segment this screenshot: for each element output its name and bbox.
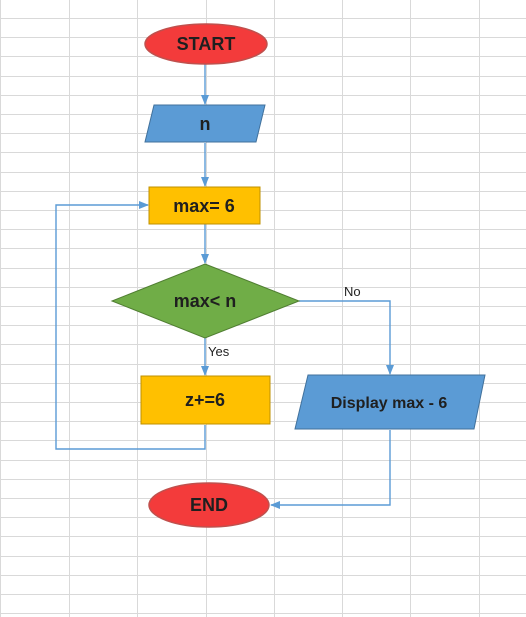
input-node: n (144, 104, 266, 143)
increment-label: z+=6 (185, 390, 225, 410)
input-shape (144, 104, 266, 143)
start-shape (144, 23, 268, 65)
end-node: END (148, 482, 270, 528)
output-label: Display max - 6 (331, 395, 448, 412)
yes-branch-label: Yes (208, 344, 230, 359)
output-shape (294, 374, 486, 430)
start-label: START (177, 34, 236, 54)
increment-node: z+=6 (140, 375, 271, 425)
increment-shape (140, 375, 271, 425)
input-label: n (200, 114, 211, 134)
assign-node: max= 6 (148, 186, 261, 225)
output-node: Display max - 6 (294, 374, 486, 430)
assign-shape (148, 186, 261, 225)
decision-node: max< n (110, 263, 301, 339)
decision-shape (110, 263, 301, 339)
assign-label: max= 6 (173, 196, 235, 216)
edge-output-to-end (270, 430, 391, 509)
end-shape (148, 482, 270, 528)
end-label: END (190, 495, 228, 515)
no-branch-label: No (344, 284, 361, 299)
edge-loop-back (55, 201, 206, 450)
edge-decision-no (299, 300, 394, 375)
start-node: START (144, 23, 268, 65)
decision-label: max< n (174, 291, 237, 311)
